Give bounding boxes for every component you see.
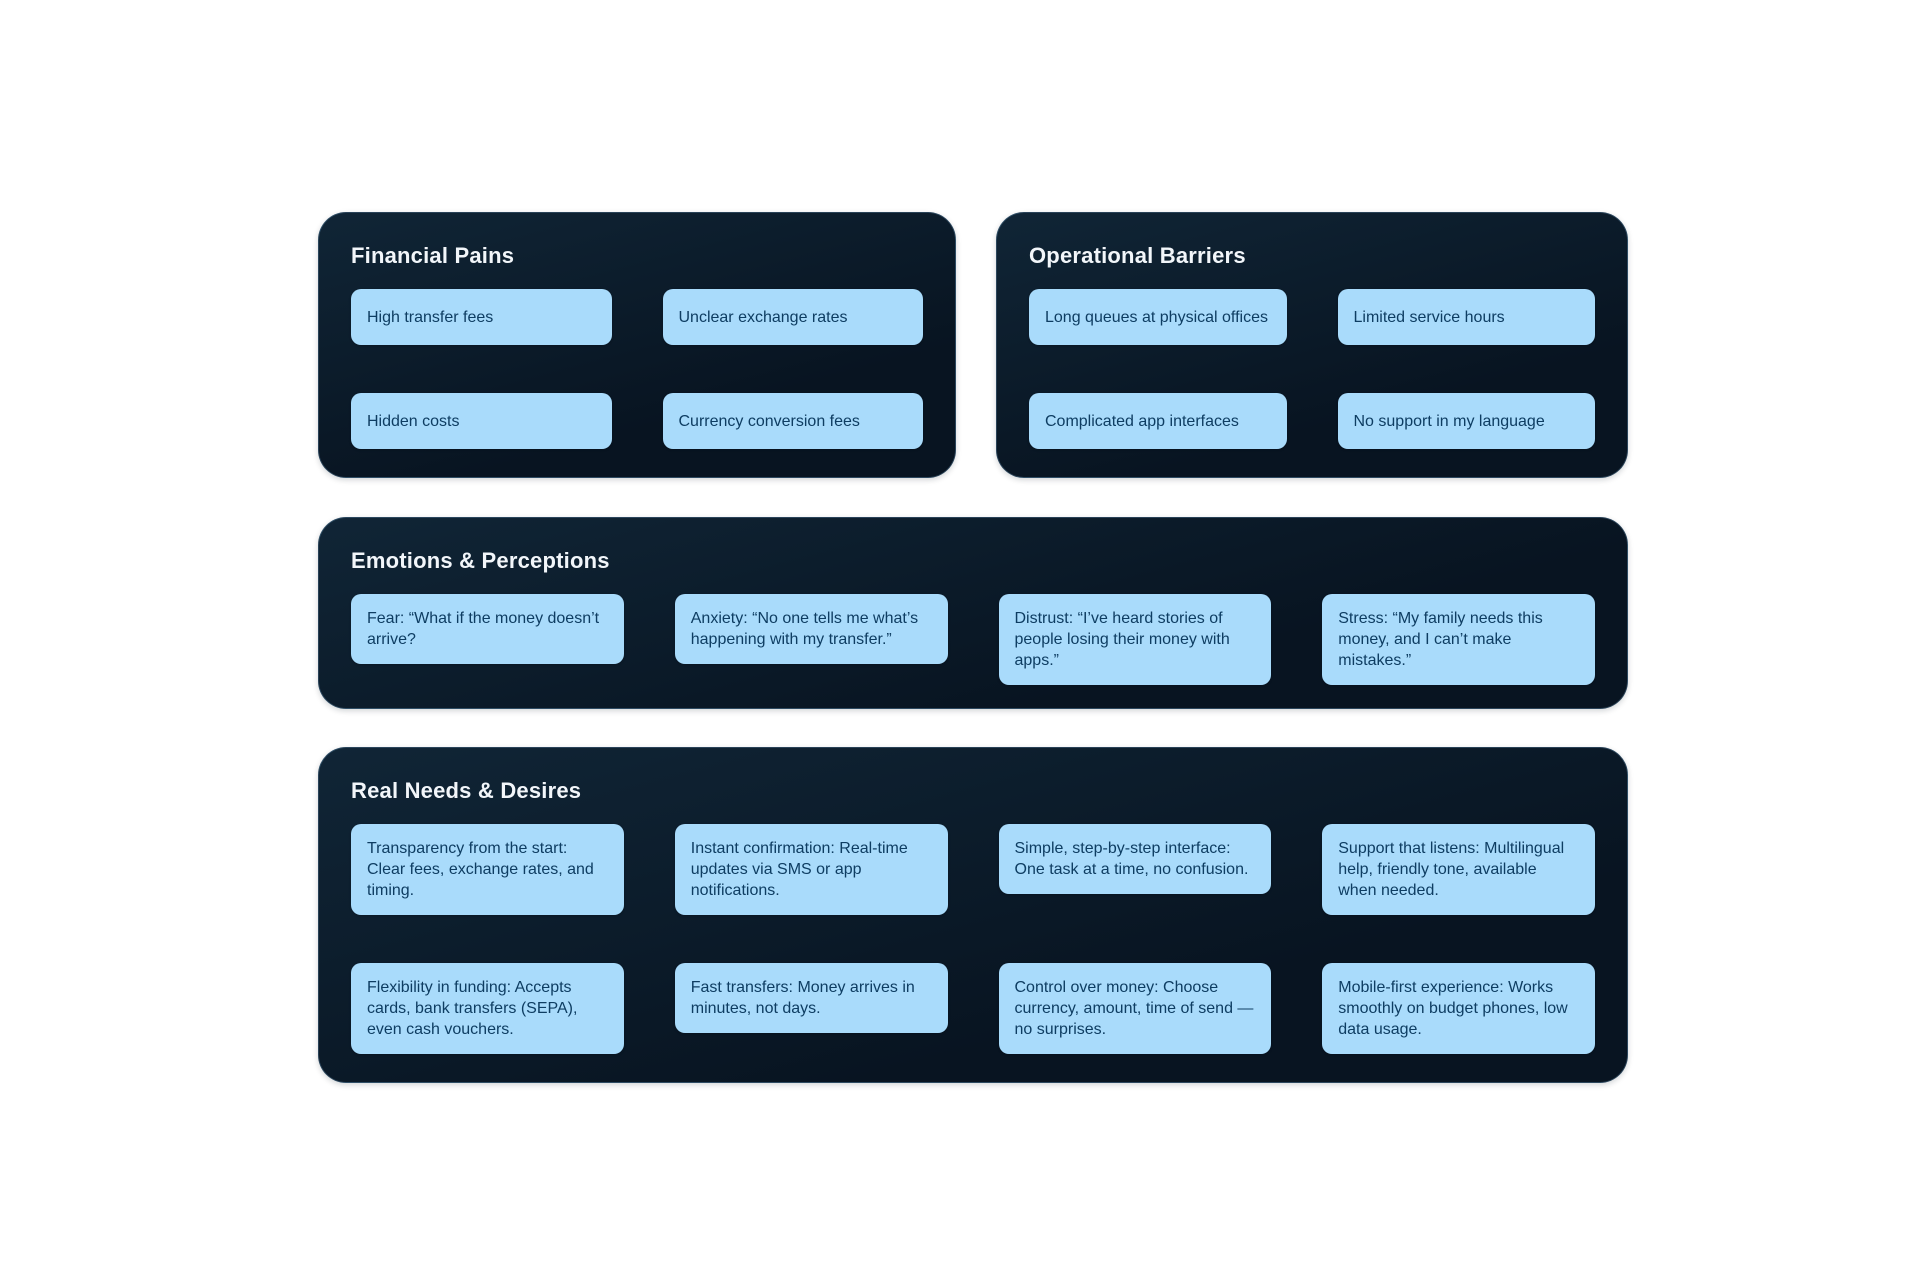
note-card[interactable]: Instant confirmation: Real-time updates … [674, 824, 948, 915]
note-card[interactable]: Anxiety: “No one tells me what’s happeni… [674, 594, 948, 664]
card-grid: Long queues at physical offices Limited … [1029, 289, 1595, 449]
note-card[interactable]: Long queues at physical offices [1029, 289, 1287, 345]
panel-title: Financial Pains [351, 243, 515, 268]
card-grid: High transfer fees Unclear exchange rate… [351, 289, 923, 449]
note-card[interactable]: Currency conversion fees [662, 393, 923, 449]
note-card[interactable]: Complicated app interfaces [1029, 393, 1287, 449]
panel-operational-barriers: Operational Barriers Long queues at phys… [996, 212, 1628, 478]
panel-title: Real Needs & Desires [351, 778, 582, 803]
card-grid: Fear: “What if the money doesn’t arrive?… [351, 594, 1595, 685]
note-card[interactable]: Hidden costs [351, 393, 612, 449]
note-card[interactable]: Fast transfers: Money arrives in minutes… [674, 963, 948, 1033]
note-card[interactable]: Simple, step-by-step interface: One task… [998, 824, 1272, 894]
panel-title: Emotions & Perceptions [351, 548, 610, 573]
note-card[interactable]: Unclear exchange rates [662, 289, 923, 345]
note-card[interactable]: Mobile-first experience: Works smoothly … [1322, 963, 1595, 1054]
card-grid: Transparency from the start: Clear fees,… [351, 824, 1595, 1054]
note-card[interactable]: Support that listens: Multilingual help,… [1322, 824, 1595, 915]
note-card[interactable]: Distrust: “I’ve heard stories of people … [998, 594, 1272, 685]
panel-title: Operational Barriers [1029, 243, 1246, 268]
note-card[interactable]: Flexibility in funding: Accepts cards, b… [351, 963, 624, 1054]
note-card[interactable]: Control over money: Choose currency, amo… [998, 963, 1272, 1054]
note-card[interactable]: Transparency from the start: Clear fees,… [351, 824, 624, 915]
note-card[interactable]: Limited service hours [1337, 289, 1595, 345]
note-card[interactable]: No support in my language [1337, 393, 1595, 449]
note-card[interactable]: High transfer fees [351, 289, 612, 345]
note-card[interactable]: Stress: “My family needs this money, and… [1322, 594, 1595, 685]
panel-real-needs-desires: Real Needs & Desires Transparency from t… [318, 747, 1628, 1083]
panel-financial-pains: Financial Pains High transfer fees Uncle… [318, 212, 956, 478]
panel-emotions-perceptions: Emotions & Perceptions Fear: “What if th… [318, 517, 1628, 709]
note-card[interactable]: Fear: “What if the money doesn’t arrive? [351, 594, 624, 664]
